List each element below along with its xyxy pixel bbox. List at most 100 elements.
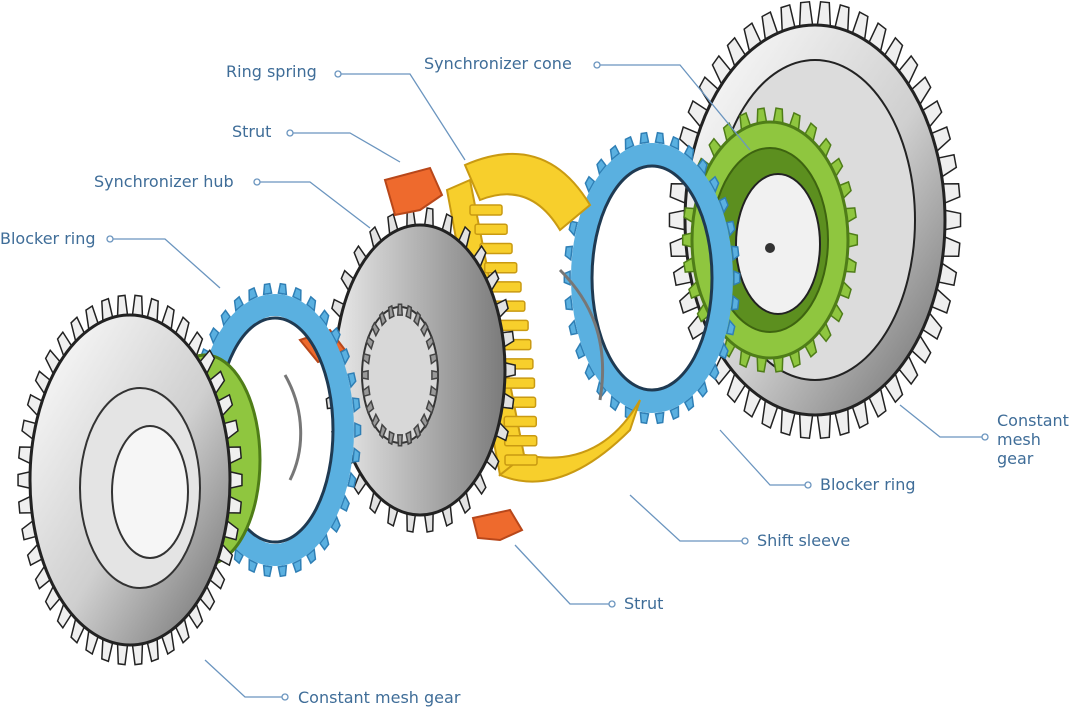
blocker-tooth	[306, 295, 317, 313]
hub-spline	[420, 321, 429, 338]
hub-spline	[429, 352, 438, 365]
blocker-tooth	[708, 362, 720, 381]
blocker-tooth	[683, 144, 695, 161]
sleeve-tooth	[501, 377, 536, 389]
gear-tooth	[17, 470, 31, 490]
label-shift-sleeve: Shift sleeve	[757, 531, 851, 550]
label-blocker-ring-right: Blocker ring	[820, 475, 916, 494]
blocker-tooth	[639, 411, 650, 425]
leader-lines	[106, 61, 989, 701]
leader-constant-mesh-gear-bottom	[204, 659, 285, 698]
blocker-tooth	[564, 294, 574, 311]
blocker-tooth	[725, 319, 736, 336]
synchronizer-hub	[324, 207, 516, 533]
hub-spline	[378, 310, 387, 327]
blocker-tooth	[708, 175, 720, 194]
blocker-tooth	[697, 380, 708, 398]
blocker-tooth	[624, 135, 635, 151]
blocker-tooth	[347, 372, 357, 389]
blocker-tooth	[248, 558, 258, 574]
blocker-tooth	[639, 131, 650, 145]
gear-tooth	[116, 642, 129, 666]
leader-strut-top	[290, 132, 401, 163]
sleeve-tooth	[469, 204, 503, 216]
blocker-tooth	[718, 196, 729, 215]
blocker-tooth	[669, 135, 680, 151]
blocker-tooth	[697, 158, 708, 176]
blocker-tooth	[575, 341, 586, 360]
strut-top	[383, 166, 444, 217]
hub-spline	[425, 399, 435, 415]
hub-spline	[361, 369, 369, 381]
blocker-tooth	[233, 295, 244, 313]
blocker-tooth	[609, 395, 621, 412]
gear-tooth	[668, 209, 686, 231]
blocker-tooth	[354, 422, 362, 438]
blocker-tooth	[584, 362, 596, 381]
blocker-ring-right	[563, 131, 741, 425]
blocker-tooth	[725, 220, 736, 237]
blocker-tooth	[568, 319, 579, 336]
blocker-tooth	[330, 515, 341, 534]
label-ring-spring: Ring spring	[226, 62, 317, 81]
blocker-tooth	[306, 547, 317, 565]
leader-blocker-ring-left	[110, 238, 221, 289]
leader-blocker-ring-right	[719, 429, 808, 486]
constant-mesh-gear-left	[17, 294, 243, 666]
blocker-tooth	[730, 294, 740, 311]
hub-spline	[362, 352, 371, 365]
blocker-tooth	[209, 326, 220, 345]
blocker-tooth	[596, 158, 607, 176]
blocker-ring-teeth-right	[563, 131, 741, 425]
hub-spline	[365, 335, 375, 351]
blocker-tooth	[330, 326, 341, 345]
hub-spline	[365, 399, 375, 415]
hub-spline	[387, 304, 395, 320]
hub-spline	[405, 304, 413, 320]
blocker-tooth	[292, 286, 302, 302]
gear-tooth	[816, 0, 832, 28]
leader-ring-spring	[338, 73, 466, 161]
hub-inner-splines	[361, 303, 439, 447]
strut-bottom	[471, 508, 524, 542]
blocker-tooth	[319, 533, 330, 551]
hub-spline	[429, 385, 438, 398]
blocker-tooth	[347, 471, 357, 488]
gear-tooth	[798, 412, 814, 440]
blocker-tooth	[351, 397, 361, 414]
hub-spline	[396, 303, 404, 316]
gear-tooth	[816, 412, 832, 440]
hub-spline	[378, 423, 387, 440]
blocker-tooth	[262, 564, 273, 578]
hub-spline	[371, 412, 380, 429]
hub-spline	[420, 412, 429, 429]
blocker-tooth	[220, 309, 231, 327]
label-strut-bottom: Strut	[624, 594, 664, 613]
leader-shift-sleeve	[629, 494, 745, 542]
blocker-tooth	[718, 341, 729, 360]
sleeve-tooth	[503, 435, 538, 447]
blocker-tooth	[277, 564, 288, 578]
sleeve-tooth	[474, 223, 508, 235]
blocker-tooth	[730, 245, 740, 262]
blocker-tooth	[683, 395, 695, 412]
hub-spline	[371, 321, 380, 338]
label-constant-mesh-gear-bottom: Constant mesh gear	[298, 688, 461, 707]
hub-spline	[405, 430, 413, 446]
sleeve-tooth	[483, 261, 518, 274]
blocker-tooth	[339, 348, 350, 366]
hub-spline	[425, 335, 435, 351]
blocker-tooth	[233, 547, 244, 565]
blocker-tooth	[654, 131, 665, 145]
hub-spline	[431, 369, 439, 381]
gear-tooth	[116, 294, 129, 318]
hub-spline	[362, 385, 371, 398]
hub-spline	[396, 434, 404, 447]
label-blocker-ring-left: Blocker ring	[0, 229, 96, 248]
hub-spline	[387, 430, 395, 446]
label-strut-top: Strut	[232, 122, 272, 141]
blocker-tooth	[292, 558, 302, 574]
gear-tooth	[131, 294, 144, 318]
